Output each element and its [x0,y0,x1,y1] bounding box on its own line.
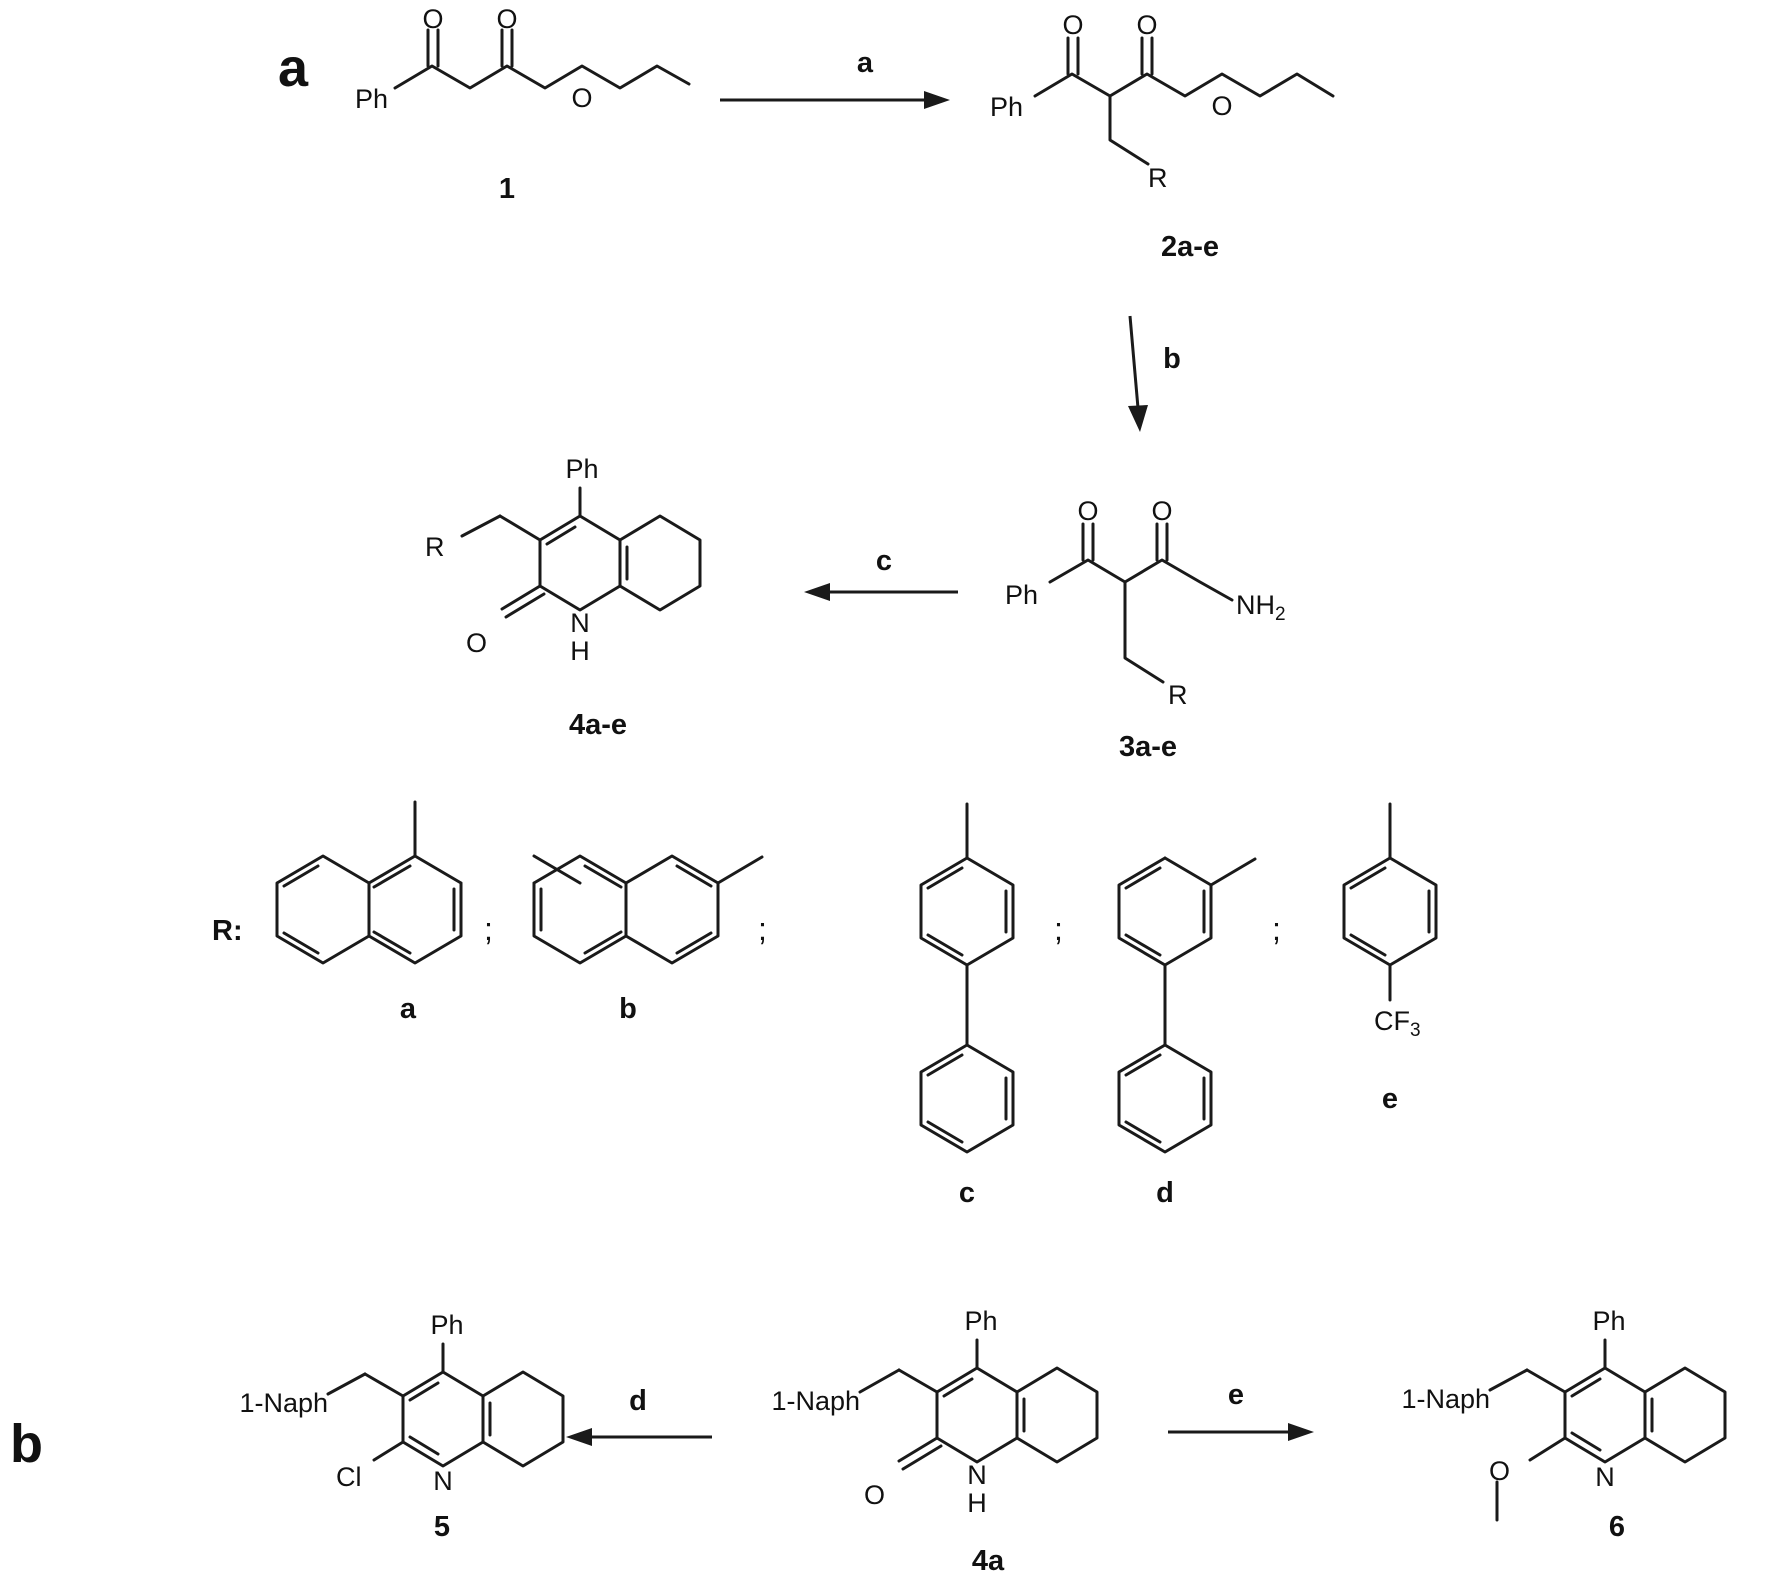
panel-label-a: a [278,38,309,98]
substituent-label-c: c [959,1177,975,1209]
naph-label: 1-Naph [239,1388,328,1418]
step-label-e: e [1228,1379,1244,1411]
oxygen-label: O [1136,10,1157,40]
compound-1-structure: Ph O O O [355,4,691,114]
substituent-label-d: d [1156,1177,1174,1209]
substituent-label-a: a [400,993,417,1025]
ph-label: Ph [990,92,1023,122]
r-label: R [1168,680,1188,710]
nitrogen-label: N [433,1466,453,1496]
substituent-e-structure: CF3 [1342,802,1438,1041]
substituent-a-structure [275,800,463,965]
separator-semicolon: ; [758,911,767,947]
oxygen-label: O [571,83,592,113]
reaction-arrow-e [1168,1423,1314,1441]
oxygen-label: O [864,1480,885,1510]
oxygen-label: O [1151,496,1172,526]
naph-label: 1-Naph [1401,1384,1490,1414]
r-label: R [425,532,445,562]
substituent-b-structure [532,854,764,965]
oxygen-label: O [1489,1456,1510,1486]
compound-5-structure: Ph 1-Naph Cl N [239,1310,565,1496]
substituent-d-structure [1117,856,1257,1154]
compound-label-2a-e: 2a-e [1161,231,1219,263]
step-label-a: a [857,47,874,79]
nitrogen-label: N [967,1460,987,1490]
oxygen-label: O [1062,10,1083,40]
hydrogen-label: H [570,636,590,666]
ph-label: Ph [355,84,388,114]
reaction-arrow-a [720,91,950,109]
separator-semicolon: ; [484,911,493,947]
substituent-label-b: b [619,993,637,1025]
ph-label: Ph [1005,580,1038,610]
compound-4a-structure: Ph 1-Naph O N H [771,1306,1099,1518]
oxygen-label: O [1077,496,1098,526]
separator-semicolon: ; [1054,911,1063,947]
substituent-label-e: e [1382,1083,1398,1115]
compound-3-structure: Ph O O NH2 R [1005,496,1286,710]
nh2-label: NH2 [1236,590,1286,625]
nitrogen-label: N [570,608,590,638]
compound-label-4a: 4a [972,1545,1005,1577]
oxygen-label: O [466,628,487,658]
reaction-arrow-c [804,583,958,601]
reaction-arrow-d [566,1428,712,1446]
r-group-label: R: [212,915,243,947]
nitrogen-label: N [1595,1462,1615,1492]
oxygen-label: O [422,4,443,34]
compound-2-structure: Ph O O O R [990,10,1335,193]
ph-label: Ph [1592,1306,1625,1336]
substituent-c-structure [919,802,1015,1154]
ph-label: Ph [964,1306,997,1336]
compound-label-4a-e: 4a-e [569,709,627,741]
compound-6-structure: Ph 1-Naph O N [1401,1306,1727,1522]
step-label-b: b [1163,343,1181,375]
compound-label-1: 1 [499,173,515,205]
compound-label-6: 6 [1609,1511,1625,1543]
naph-label: 1-Naph [771,1386,860,1416]
oxygen-label: O [496,4,517,34]
ph-label: Ph [565,454,598,484]
compound-label-5: 5 [434,1511,450,1543]
hydrogen-label: H [967,1488,987,1518]
step-label-c: c [876,545,892,577]
cf3-label: CF3 [1374,1006,1421,1041]
separator-semicolon: ; [1272,911,1281,947]
oxygen-label: O [1211,91,1232,121]
panel-label-b: b [10,1414,43,1474]
ph-label: Ph [430,1310,463,1340]
compound-4-structure: Ph R O N H [425,454,702,666]
reaction-arrow-b [1128,315,1148,432]
compound-label-3a-e: 3a-e [1119,731,1177,763]
step-label-d: d [629,1385,647,1417]
r-label: R [1148,163,1168,193]
chlorine-label: Cl [336,1462,362,1492]
